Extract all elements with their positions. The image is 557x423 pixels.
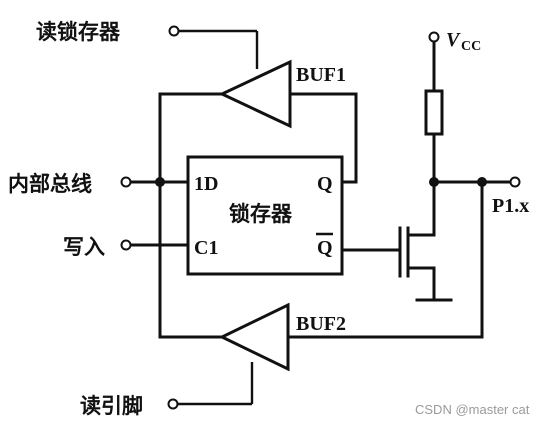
vcc-subscript: CC: [461, 39, 481, 54]
pullup-resistor: [424, 89, 444, 136]
p1x-label: P1.x: [492, 195, 529, 217]
pin-qbar-label: Q: [317, 237, 333, 259]
internal-bus-label: 内部总线: [8, 171, 92, 196]
pin-c1-label: C1: [194, 237, 218, 259]
latch-label: 锁存器: [229, 201, 293, 226]
bus-junction-dot: [155, 177, 165, 187]
read-latch-terminal: [168, 25, 180, 37]
watermark-text: CSDN @master cat: [415, 402, 530, 417]
write-terminal: [120, 239, 132, 251]
write-label: 写入: [63, 234, 105, 259]
buf1-triangle: [218, 59, 292, 129]
read-pin-label: 读引脚: [80, 393, 143, 418]
vcc-label: V: [446, 29, 461, 51]
buf2-triangle: [218, 302, 290, 372]
vcc-terminal: [428, 31, 440, 43]
read-pin-terminal: [167, 398, 179, 410]
p1x-terminal: [509, 176, 521, 188]
buf2-label: BUF2: [296, 313, 346, 335]
read-latch-label: 读锁存器: [36, 19, 121, 44]
buf1-label: BUF1: [296, 64, 346, 86]
internal-bus-terminal: [120, 176, 132, 188]
drain-junction-dot: [429, 177, 439, 187]
pin-1d-label: 1D: [194, 173, 218, 195]
latch-box: [186, 155, 344, 276]
pin-q-label: Q: [317, 173, 333, 195]
